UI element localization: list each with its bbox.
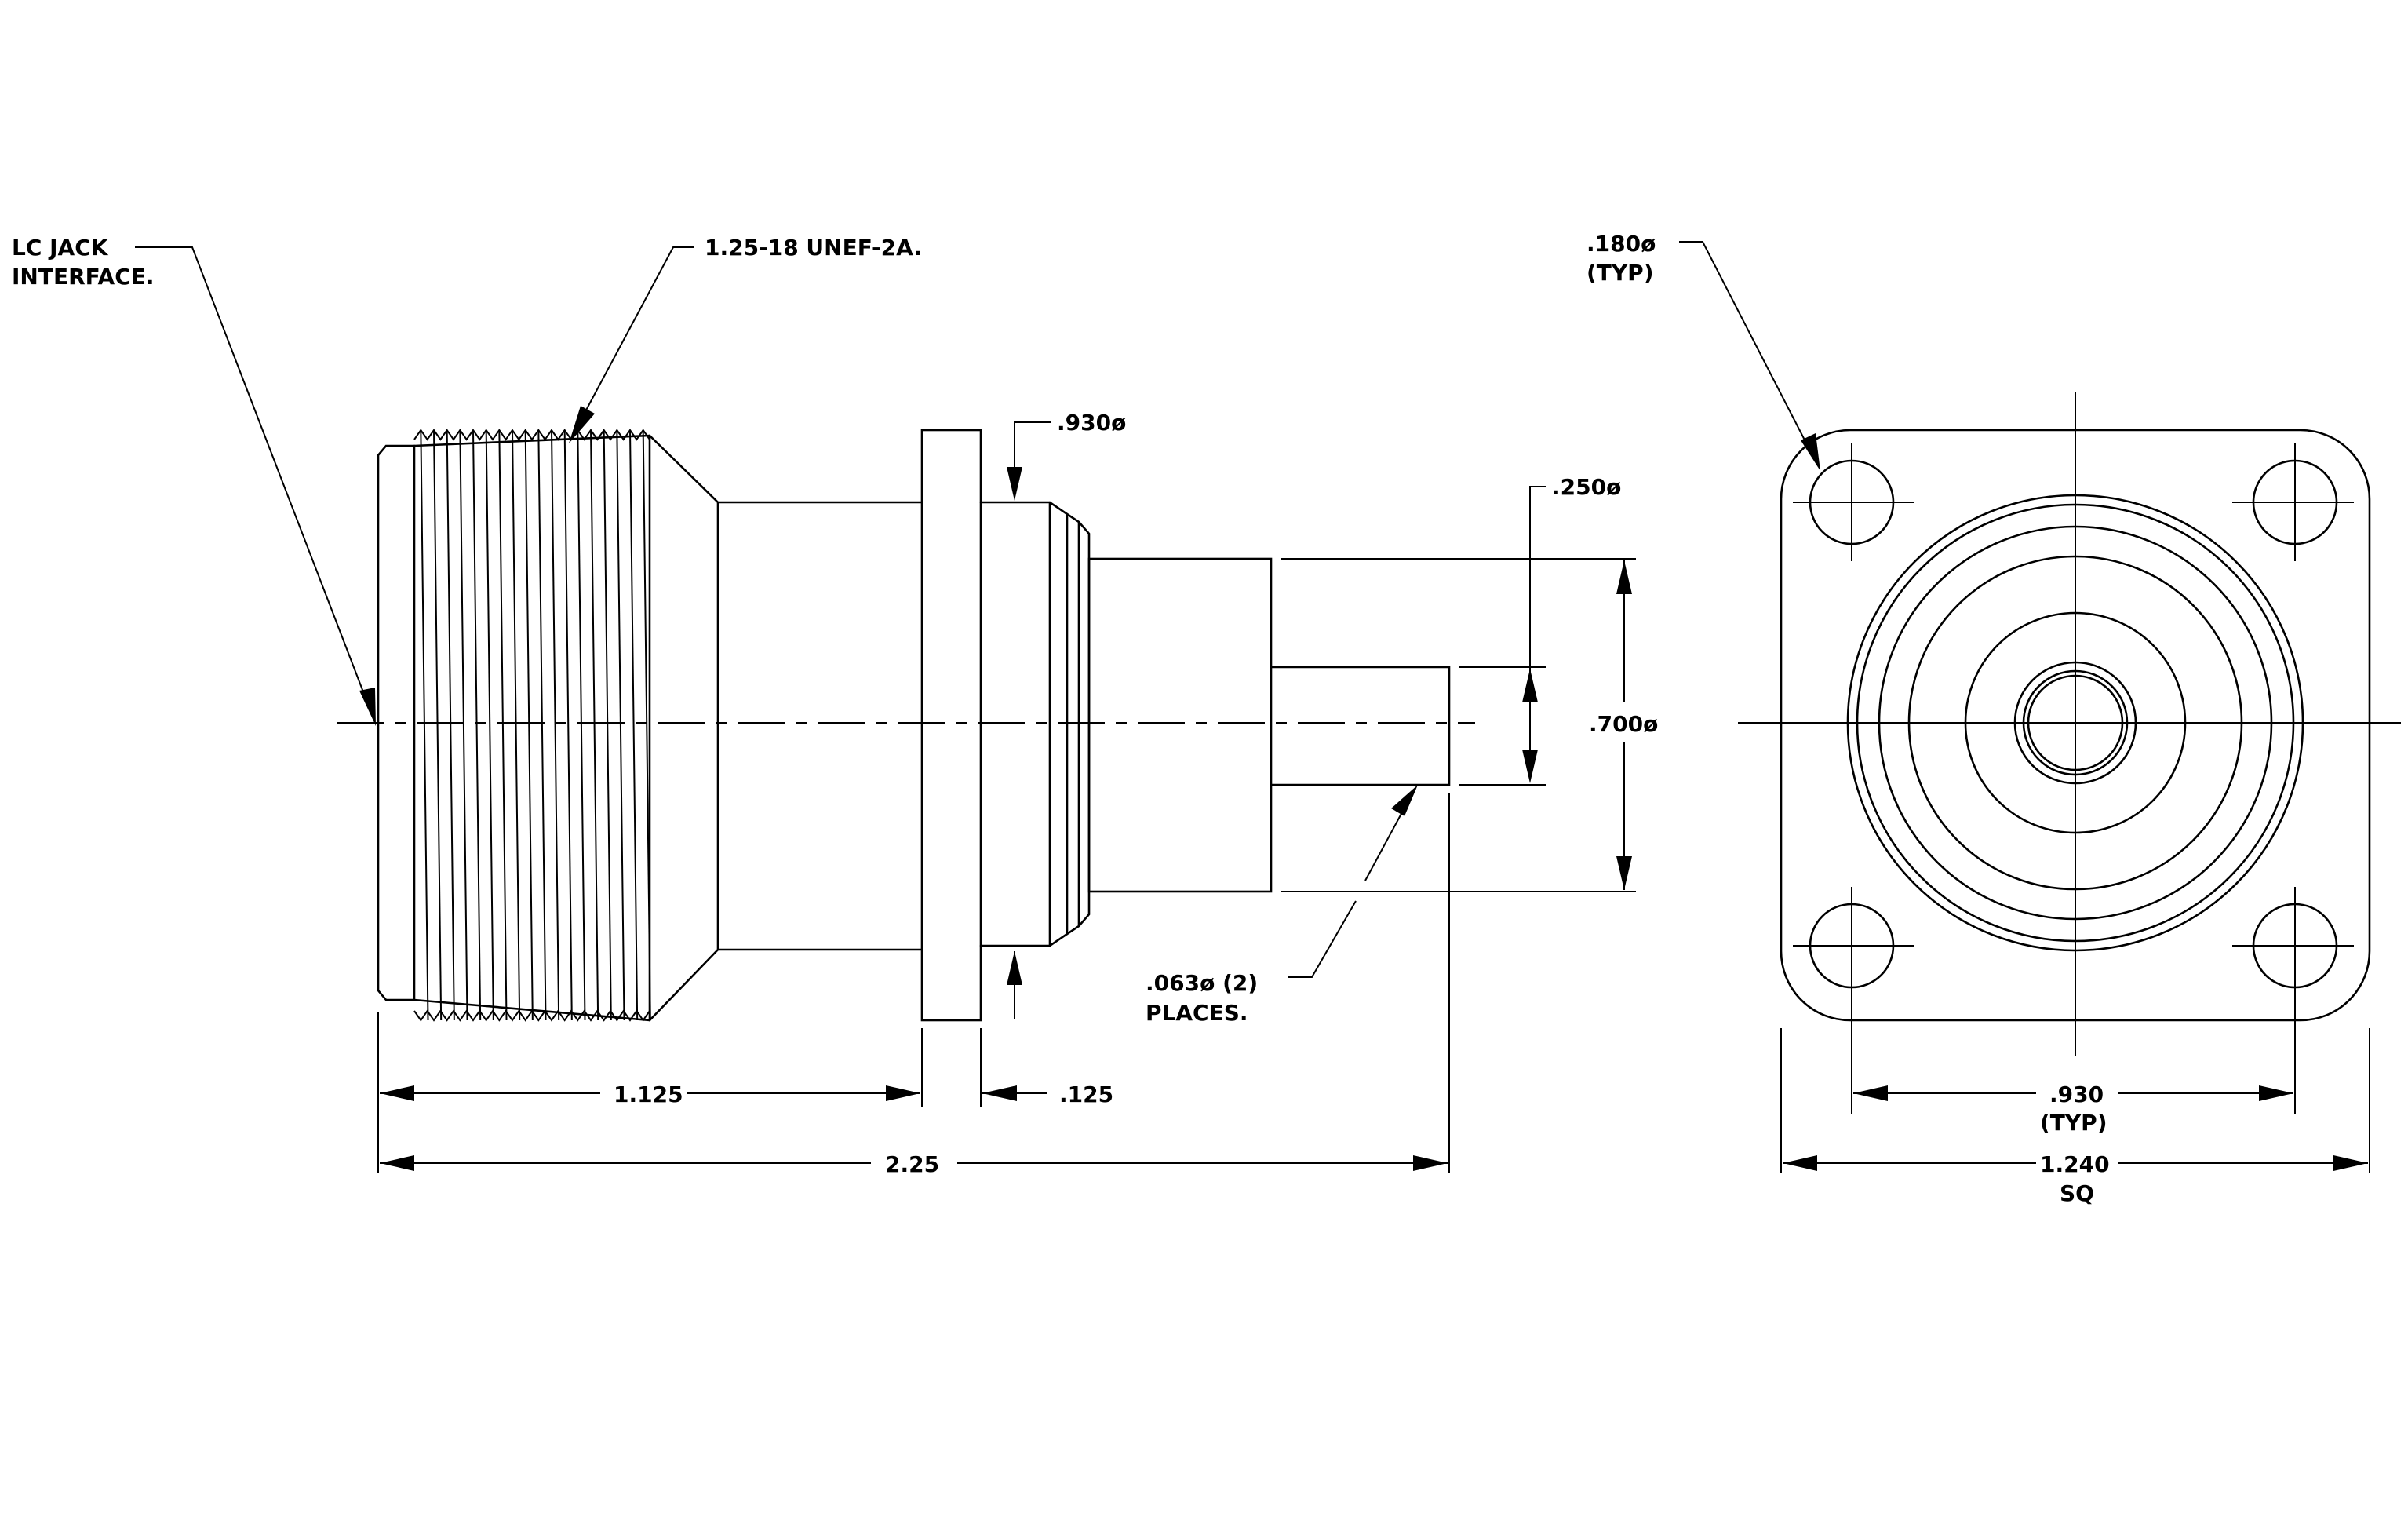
thread-crest-line: [537, 429, 547, 1021]
len-225-label: 2.25: [885, 1151, 939, 1177]
thread-leader: [576, 246, 694, 429]
dia-930-label: .930ø: [1057, 410, 1126, 436]
len-1125-label: 1.125: [614, 1081, 683, 1107]
dia-930-leader: [1014, 421, 1051, 471]
thread-crest-line: [420, 429, 429, 1021]
dia-063-label: .063ø (2): [1146, 970, 1258, 996]
lc-jack-label: LC JACK: [12, 235, 109, 261]
len-125-label: .125: [1059, 1081, 1113, 1107]
bolt-930-label: .930: [2049, 1081, 2104, 1107]
rear-body: [979, 501, 1091, 947]
threaded-body: [413, 429, 651, 1022]
thread-spec-label: 1.25-18 UNEF-2A.: [705, 235, 922, 261]
thread-top-profile: [413, 429, 650, 441]
dia-063-places-label: PLACES.: [1146, 1000, 1248, 1026]
lc-jack-leader: [135, 246, 371, 711]
bolt-930-typ-label: (TYP): [2040, 1110, 2107, 1136]
front-lip: [377, 444, 416, 1001]
side-dimensions: LC JACK INTERFACE. 1.25-18 UNEF-2A. .930…: [12, 235, 1658, 1177]
thread-crest-line: [590, 429, 599, 1021]
thread-crest-line: [629, 429, 639, 1021]
thread-crest-line: [603, 429, 612, 1021]
thread-crest-line: [512, 429, 521, 1021]
dia-250-leader: [1529, 486, 1546, 777]
hole-180-leader: [1679, 241, 1813, 456]
dia-063-leader: [1288, 900, 1357, 978]
thread-crest-line: [642, 429, 651, 1021]
lc-jack-interface-label: INTERFACE.: [12, 264, 155, 290]
thread-crest-line: [472, 429, 482, 1021]
front-view: [1738, 392, 2401, 1056]
thread-crest-line: [485, 429, 494, 1021]
side-view: [337, 429, 1475, 1022]
thread-bottom-profile: [413, 1009, 650, 1022]
contact-pin: [1270, 666, 1451, 786]
collar: [1087, 557, 1273, 893]
thread-crest-line: [498, 429, 508, 1021]
sq-1240-label: 1.240: [2040, 1151, 2110, 1177]
thread-crest-line: [459, 429, 468, 1021]
neck: [648, 434, 923, 1022]
thread-crest-line: [551, 429, 560, 1021]
sq-1240-sq-label: SQ: [2060, 1180, 2094, 1206]
thread-crest-line: [616, 429, 625, 1021]
thread-crest-line: [563, 429, 573, 1021]
mounting-holes: [1793, 443, 2354, 1005]
thread-crest-line: [577, 429, 586, 1021]
dia-250-label: .250ø: [1552, 474, 1621, 500]
hole-180-label: .180ø: [1587, 231, 1656, 257]
thread-crest-line: [524, 429, 534, 1021]
front-dimensions: .180ø (TYP) .930 (TYP) 1.240 SQ: [1587, 231, 2370, 1206]
flange: [920, 429, 982, 1022]
dia-700-label: .700ø: [1589, 711, 1658, 737]
thread-crest-line: [433, 429, 443, 1021]
thread-crest-line: [446, 429, 455, 1021]
hole-180-typ-label: (TYP): [1587, 260, 1654, 286]
